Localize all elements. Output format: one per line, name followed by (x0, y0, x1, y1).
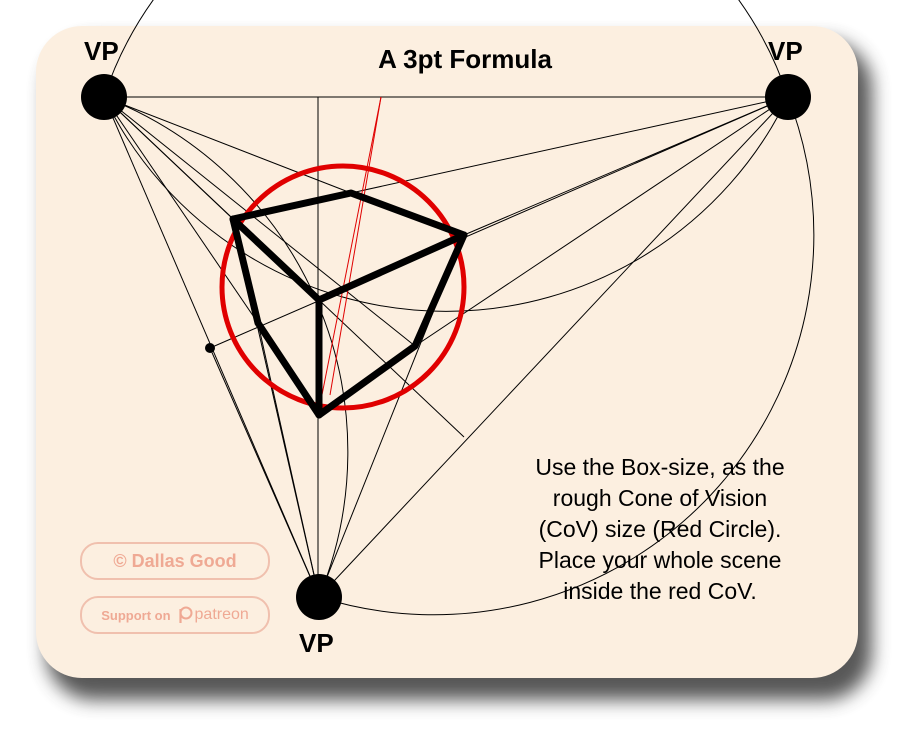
support-text: Support on (101, 607, 171, 623)
caption: Use the Box-size, as the rough Cone of V… (500, 452, 820, 607)
cov-ray-2 (329, 96, 382, 396)
box (229, 189, 468, 419)
patreon-icon (178, 606, 193, 623)
cov-rays (317, 96, 382, 416)
vp-label-left: VP (84, 36, 119, 66)
caption-line: Use the Box-size, as the (535, 454, 785, 480)
ray-bottom-4 (257, 322, 320, 598)
vanishing-point-right (765, 74, 811, 120)
ray-left-3 (103, 96, 416, 347)
box-top-face (229, 189, 468, 304)
caption-line: Place your whole scene (538, 547, 782, 573)
patreon-brand: patreon (194, 606, 249, 623)
altitude-right (209, 96, 789, 349)
caption-line: (CoV) size (Red Circle). (538, 516, 782, 542)
credit-text: © Dallas Good (113, 550, 237, 571)
arc-left-right (103, 96, 789, 312)
cone-of-vision-circle (219, 163, 467, 411)
patreon-logo: patreon (177, 606, 249, 624)
patreon-badge[interactable]: Support on patreon (80, 596, 270, 634)
vp-label-bottom: VP (299, 628, 334, 658)
cov-ray-1 (317, 96, 382, 416)
vanishing-point-left (81, 74, 127, 120)
ray-right-1 (463, 96, 789, 236)
ray-left-4 (103, 96, 259, 324)
ray-left-1 (103, 96, 234, 220)
ray-right-3 (414, 96, 789, 347)
diagram-title: A 3pt Formula (378, 44, 552, 74)
vanishing-point-bottom (296, 574, 342, 620)
ray-left-2 (103, 96, 352, 194)
caption-line: inside the red CoV. (563, 578, 757, 604)
ray-bottom-3 (209, 347, 320, 598)
station-point-dot (205, 343, 215, 353)
credit-badge: © Dallas Good (80, 542, 270, 580)
right-bottom-line (318, 96, 789, 598)
caption-line: rough Cone of Vision (552, 485, 768, 511)
ray-right-2 (350, 96, 789, 194)
vp-label-right: VP (768, 36, 803, 66)
arc-right-bottom (318, 96, 815, 616)
